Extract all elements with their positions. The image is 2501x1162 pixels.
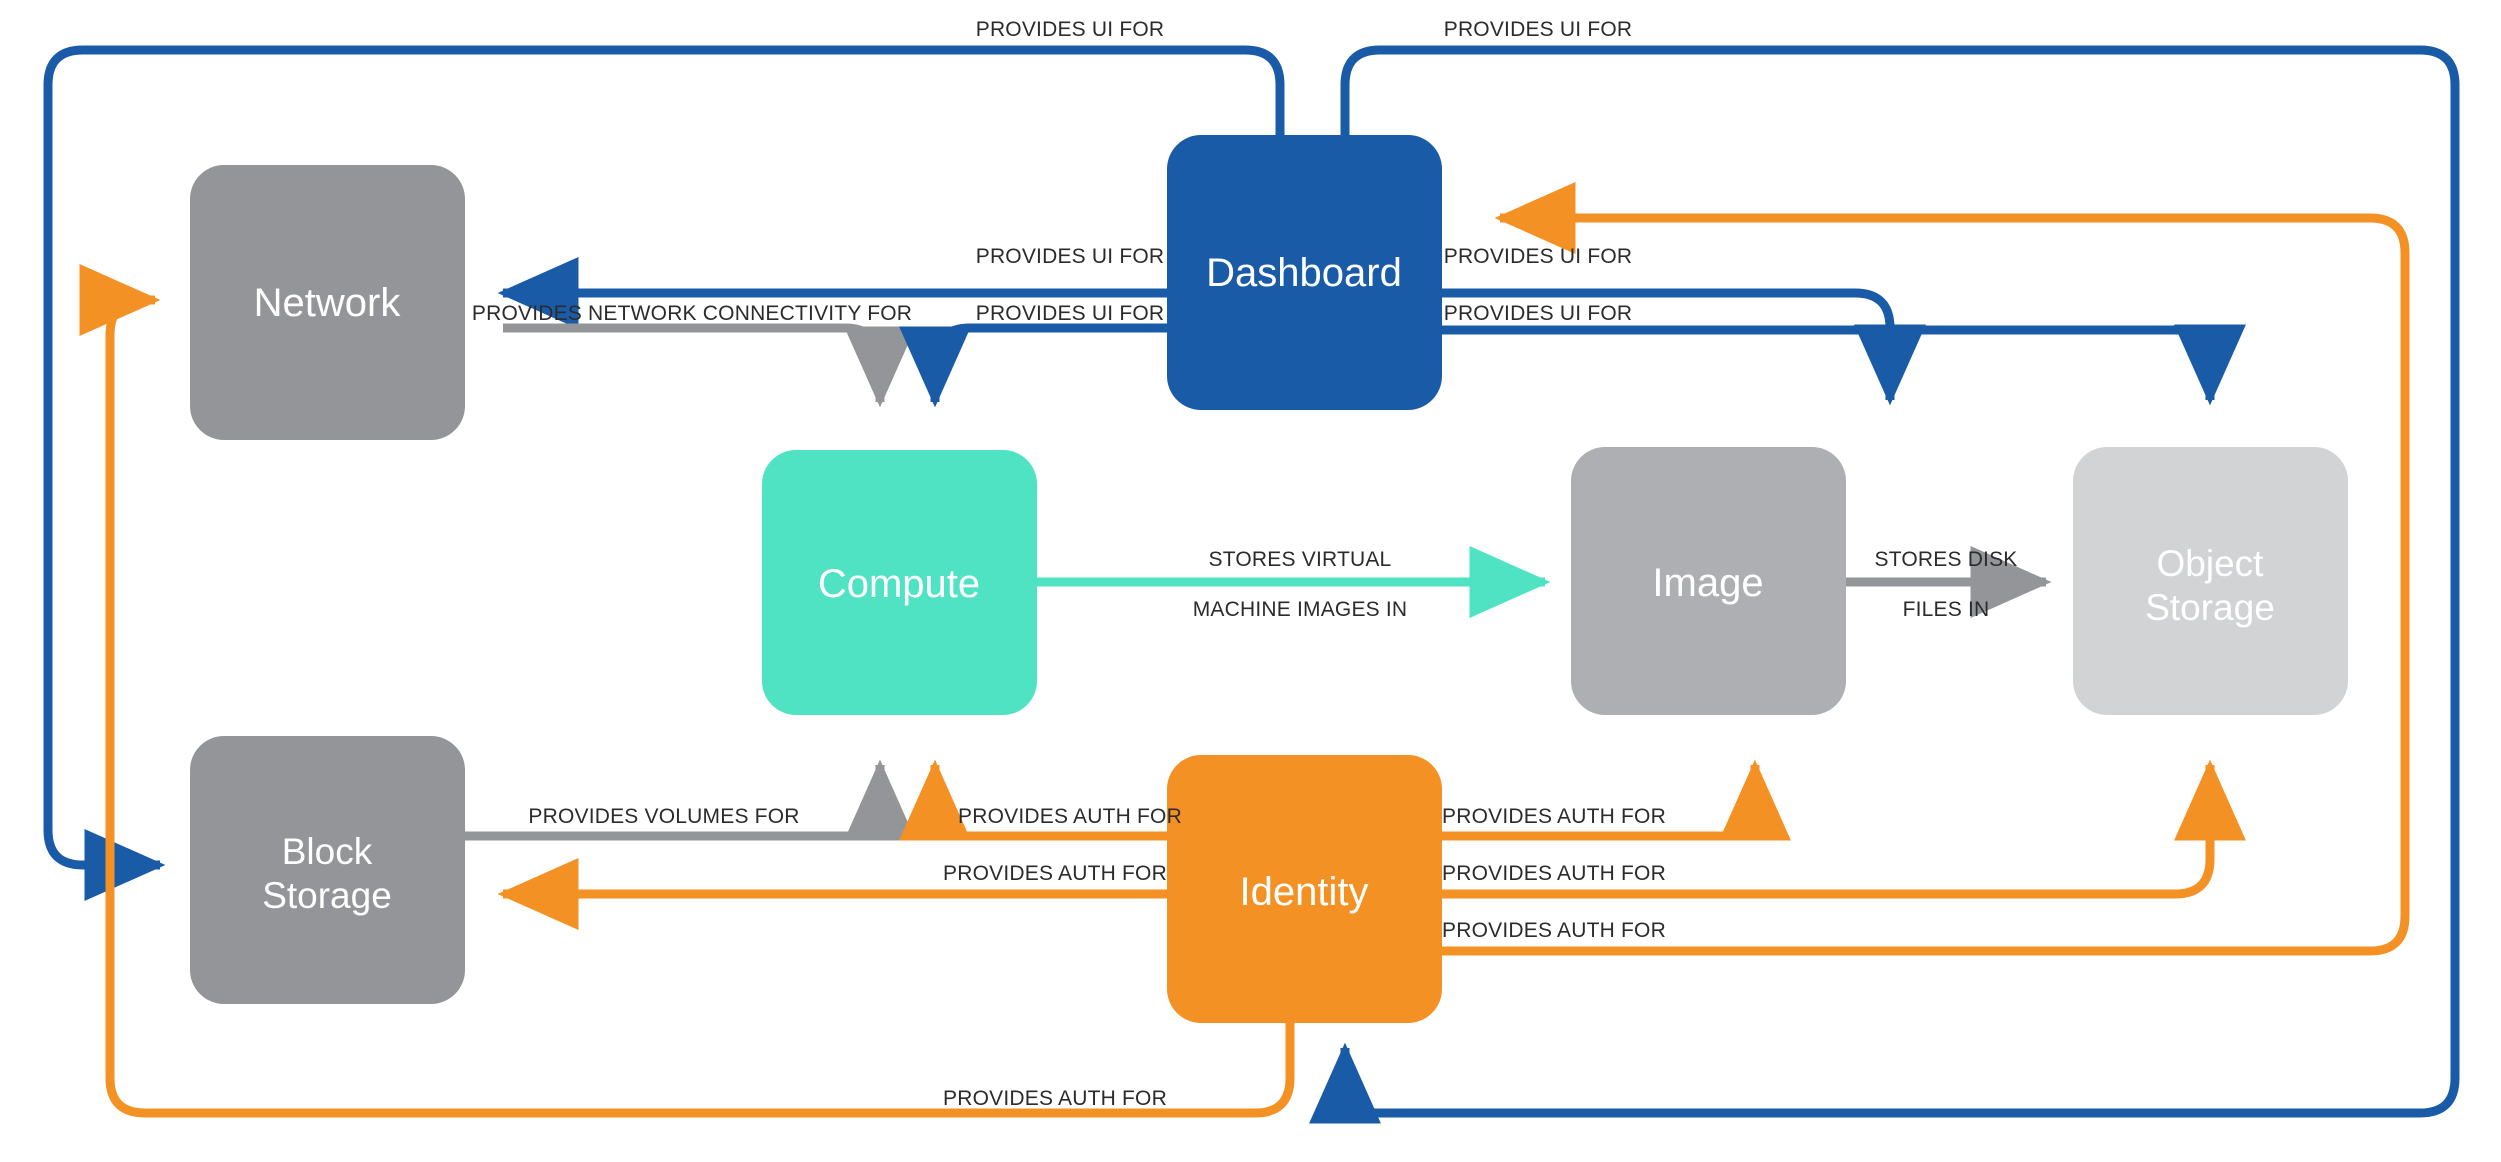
edge-label-identity-block-storage: PROVIDES AUTH FOR — [943, 862, 1167, 885]
node-network-shape[interactable] — [190, 165, 465, 440]
node-network-label: Network — [254, 281, 402, 325]
edge-label-network-compute: PROVIDES NETWORK CONNECTIVITY FOR — [472, 302, 912, 325]
node-identity-label: Identity — [1240, 870, 1369, 914]
node-identity[interactable]: Identity — [1167, 755, 1442, 1023]
node-compute-shape[interactable] — [762, 450, 1037, 715]
node-object-storage-shape[interactable] — [2073, 447, 2348, 715]
edge-label-compute-image-line1: STORES VIRTUAL — [1209, 548, 1392, 571]
edge-labels-layer: PROVIDES UI FOR PROVIDES UI FOR PROVIDES… — [472, 18, 2017, 1110]
edge-label-dashboard-compute: PROVIDES UI FOR — [976, 302, 1165, 325]
edge-identity-object-storage — [1442, 759, 2246, 899]
edges-layer — [43, 45, 2460, 1124]
node-block-storage-label-line2: Storage — [262, 875, 392, 916]
edge-identity-dashboard — [1442, 182, 2410, 956]
edge-label-identity-network: PROVIDES AUTH FOR — [943, 1087, 1167, 1110]
edge-label-identity-image: PROVIDES AUTH FOR — [1442, 805, 1666, 828]
edge-label-dashboard-image: PROVIDES UI FOR — [1444, 245, 1633, 268]
edge-identity-compute — [899, 759, 1167, 841]
node-dashboard-shape[interactable] — [1167, 135, 1442, 410]
edge-label-dashboard-identity: PROVIDES UI FOR — [1444, 18, 1633, 41]
nodes-layer: Network Dashboard Compute Image Object S… — [190, 135, 2348, 1023]
edge-dashboard-object-storage — [1442, 324, 2246, 406]
edge-label-dashboard-block-storage: PROVIDES UI FOR — [976, 18, 1165, 41]
node-object-storage-label-line1: Object — [2157, 543, 2265, 584]
edge-label-block-storage-compute: PROVIDES VOLUMES FOR — [528, 805, 799, 828]
edge-identity-image — [1442, 759, 1791, 841]
edge-label-identity-dashboard: PROVIDES AUTH FOR — [1442, 919, 1666, 942]
edge-identity-network — [79, 264, 1295, 1118]
edge-dashboard-compute — [899, 323, 1167, 408]
edge-label-identity-compute: PROVIDES AUTH FOR — [958, 805, 1182, 828]
node-block-storage-shape[interactable] — [190, 736, 465, 1004]
node-object-storage-label-line2: Storage — [2145, 587, 2275, 628]
node-image-shape[interactable] — [1571, 447, 1846, 715]
edge-network-compute — [503, 323, 916, 408]
node-image[interactable]: Image — [1571, 447, 1846, 715]
node-network[interactable]: Network — [190, 165, 465, 440]
node-compute[interactable]: Compute — [762, 450, 1037, 715]
edge-label-image-object-storage-line2: FILES IN — [1903, 598, 1990, 621]
node-identity-shape[interactable] — [1167, 755, 1442, 1023]
edge-label-dashboard-object-storage: PROVIDES UI FOR — [1444, 302, 1633, 325]
node-dashboard-label: Dashboard — [1206, 251, 1402, 295]
edge-label-dashboard-network-top: PROVIDES UI FOR — [976, 245, 1165, 268]
node-image-label: Image — [1652, 561, 1763, 605]
edge-block-storage-compute — [465, 759, 916, 841]
edge-label-image-object-storage-line1: STORES DISK — [1874, 548, 2017, 571]
node-dashboard[interactable]: Dashboard — [1167, 135, 1442, 410]
edge-dashboard-identity — [1309, 45, 2460, 1124]
edge-label-identity-object-storage: PROVIDES AUTH FOR — [1442, 862, 1666, 885]
edge-label-compute-image-line2: MACHINE IMAGES IN — [1193, 598, 1408, 621]
node-block-storage[interactable]: Block Storage — [190, 736, 465, 1004]
node-object-storage[interactable]: Object Storage — [2073, 447, 2348, 715]
node-compute-label: Compute — [818, 562, 980, 606]
node-block-storage-label-line1: Block — [282, 831, 373, 872]
edge-dashboard-block-storage — [43, 45, 1285, 901]
